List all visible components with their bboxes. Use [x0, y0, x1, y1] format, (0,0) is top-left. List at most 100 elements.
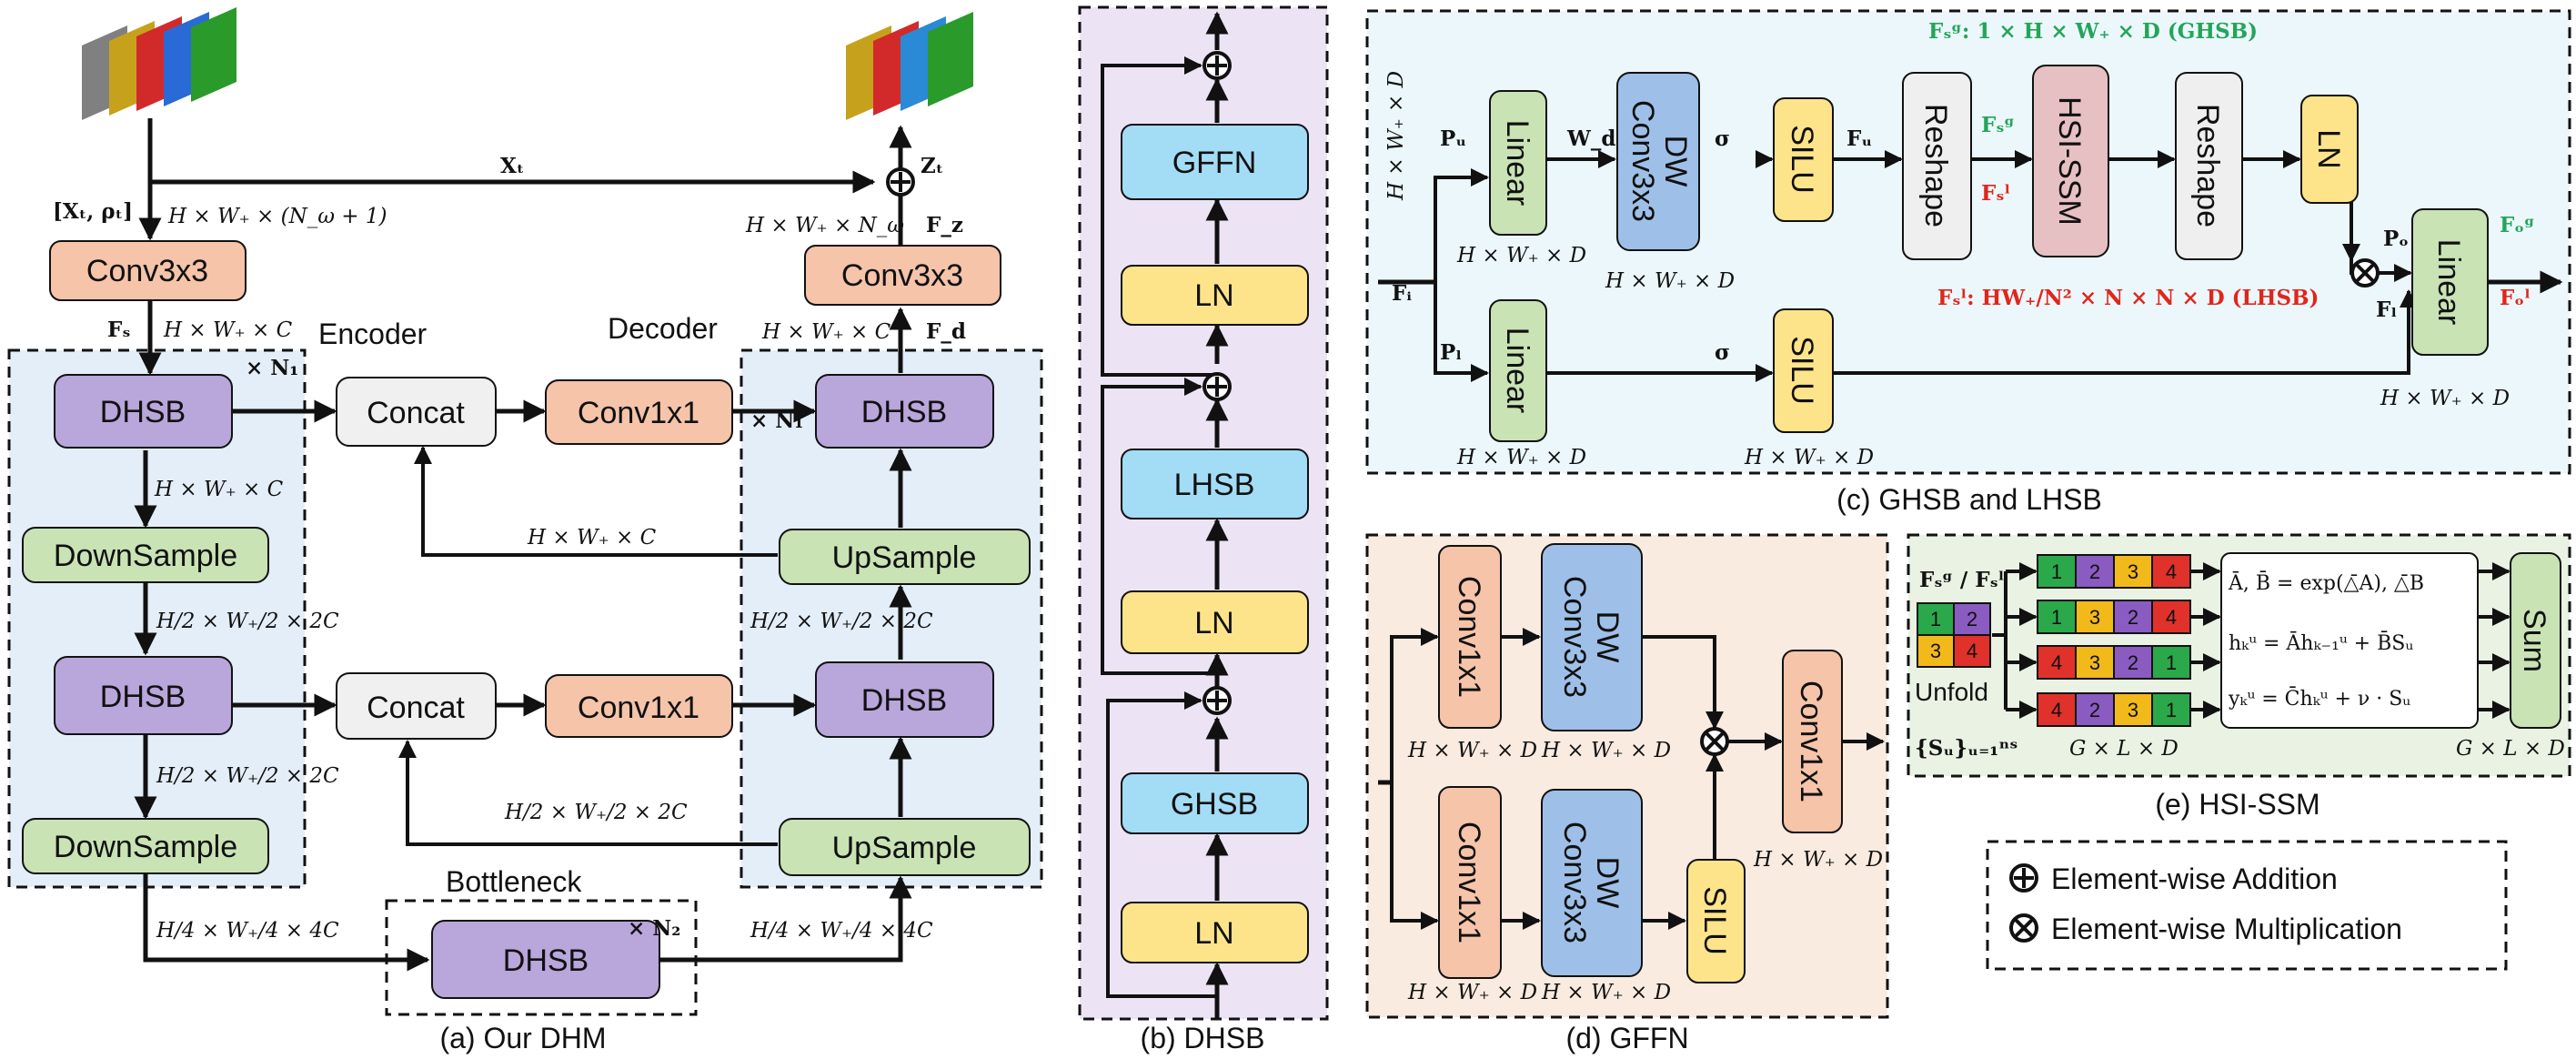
ghsb-fsl: Fₛˡ: [1981, 181, 2010, 206]
panel-dhsb: LN GHSB LN LHSB LN GFFN (b) DHSB: [1078, 5, 1329, 1054]
ghsb-fsg: Fₛᵍ: [1981, 113, 2015, 137]
ssm-sum: [2510, 552, 2561, 729]
dhsb-add-2: [1202, 372, 1232, 401]
panel-dhm: Conv3x3 Conv3x3 Encoder Decoder Bottlene…: [7, 7, 1043, 1054]
decoder-n1: × N₁: [750, 408, 803, 433]
legend: Element-wise Addition Element-wise Multi…: [1986, 840, 2508, 971]
legend-add-icon: [2009, 863, 2038, 893]
ghsb-linear-lower: [1489, 299, 1547, 442]
ghsb-ln-label: LN: [2311, 129, 2346, 168]
ghsb-hsi-ssm: [2032, 65, 2109, 257]
xt-label: Xₜ: [500, 154, 524, 178]
gffn-dim-4: H × W₊ × D: [1407, 981, 1537, 1004]
ssm-dim-2: G × L × D: [2456, 737, 2565, 761]
ghsb-fl-shape: Fₛˡ: HW₊/N² × N × N × D (LHSB): [1937, 286, 2319, 310]
scan-cell: [2113, 554, 2153, 589]
scan-cell-label: 3: [2128, 699, 2138, 721]
scan-cell-label: 3: [2089, 651, 2100, 674]
decoder-label: Decoder: [608, 312, 718, 345]
scan-cell-label: 4: [2051, 651, 2062, 674]
ghsb-fog: Fₒᵍ: [2500, 213, 2535, 237]
encoder-top-dim: H × W₊ × C: [163, 318, 293, 342]
conv1x1-2: [545, 674, 733, 738]
gffn-conv1x1-lower: [1438, 786, 1502, 979]
conv1x1-1: [545, 379, 733, 445]
ghsb-dim-dwconv: H × W₊ × D: [1605, 269, 1735, 293]
gffn-dim-3: H × W₊ × D: [1753, 848, 1883, 872]
dhsb-ln-3-label: LN: [1194, 278, 1233, 313]
gffn-multiply-node: [1700, 727, 1729, 756]
panel-ghsb-lhsb: Linear DW Conv3x3 SILU Reshape HSI-SSM R…: [1365, 9, 2571, 516]
output-conv3x3-label: Conv3x3: [841, 258, 963, 293]
ssm-eq3: yₖᵘ = C̄hₖᵘ + ν · Sᵤ: [2228, 686, 2410, 711]
ghsb-wd: W_d: [1566, 126, 1615, 151]
output-dim-label: H × W₊ × N_ω: [745, 214, 904, 237]
scan-cell-label: 2: [2128, 651, 2138, 674]
input-conv3x3-label: Conv3x3: [86, 254, 208, 288]
ghsb-dim-output: H × W₊ × D: [2380, 387, 2510, 410]
dhsb-ln-2-label: LN: [1194, 606, 1233, 640]
dhsb-gffn: [1121, 124, 1309, 200]
gffn-conv1x1-upper-label: Conv1x1: [1452, 576, 1486, 698]
scan-cell: [2113, 600, 2153, 634]
input-hsi-image: [82, 7, 236, 120]
gffn-dwconv-lower-line1: DW: [1590, 857, 1625, 909]
fs-label: Fₛ: [107, 318, 130, 342]
panel-gffn: Conv1x1 DW Conv3x3 Conv1x1 DW Conv3x3 SI…: [1365, 533, 1889, 1054]
scan-cell: [2151, 692, 2191, 727]
concat-2: [336, 672, 497, 740]
scan-cell: [2151, 645, 2191, 680]
legend-add-label: Element-wise Addition: [2051, 862, 2338, 895]
decoder-upsample-2-label: UpSample: [832, 831, 977, 865]
output-conv3x3: [804, 245, 1001, 306]
scan-cell: [2075, 554, 2115, 589]
caption-ghsb-lhsb: (c) GHSB and LHSB: [1836, 483, 2102, 516]
ghsb-dwconv-line2: Conv3x3: [1625, 100, 1660, 222]
encoder-dhsb-1-label: DHSB: [100, 395, 186, 429]
gffn-conv1x1-lower-label: Conv1x1: [1452, 822, 1486, 943]
gffn-silu-label: SILU: [1697, 886, 1732, 955]
decoder-dim-half-1: H/2 × W₊/2 × 2C: [750, 610, 933, 633]
bottleneck-dhsb-label: DHSB: [503, 943, 589, 978]
ghsb-linear-upper: [1489, 90, 1547, 236]
dhsb-gffn-label: GFFN: [1172, 146, 1257, 180]
scan-cell: [2075, 692, 2115, 727]
ghsb-linear-upper-label: Linear: [1500, 120, 1535, 207]
concat-1-label: Concat: [367, 396, 465, 430]
ghsb-fl: Fₗ: [2376, 298, 2397, 322]
conv1x1-1-label: Conv1x1: [578, 396, 699, 430]
scan-cell: [2037, 600, 2077, 634]
scan-cell-label: 3: [2128, 560, 2138, 583]
encoder-downsample-2-label: DownSample: [54, 830, 237, 864]
ghsb-linear-out: [2411, 208, 2489, 356]
bottleneck-n2: × N₂: [628, 916, 680, 941]
encoder-dhsb-2: [54, 656, 233, 735]
dhsb-ln-1-label: LN: [1194, 916, 1233, 951]
ghsb-silu-upper-label: SILU: [1785, 125, 1819, 194]
caption-hsi-ssm: (e) HSI-SSM: [2155, 788, 2319, 821]
scan-cell-label: 1: [2051, 606, 2062, 629]
ghsb-dim-linear-lower: H × W₊ × D: [1456, 446, 1586, 469]
scan-cell: [2037, 692, 2077, 727]
encoder-dim-half-2: H/2 × W₊/2 × 2C: [156, 764, 339, 788]
legend-box: [1986, 840, 2508, 971]
encoder-dhsb-1: [54, 374, 233, 449]
output-hsi-image: [846, 12, 973, 120]
decoder-dhsb-1-label: DHSB: [861, 395, 947, 429]
ghsb-sigma-lower: σ: [1715, 340, 1730, 365]
ghsb-linear-lower-label: Linear: [1500, 328, 1535, 414]
gffn-dwconv-lower: [1541, 789, 1643, 977]
ghsb-dwconv: [1616, 72, 1700, 251]
legend-multiply-label: Element-wise Multiplication: [2051, 913, 2402, 945]
dhsb-lhsb: [1121, 449, 1309, 519]
gffn-dim-2: H × W₊ × D: [1541, 739, 1671, 762]
gffn-dim-1: H × W₊ × D: [1407, 739, 1537, 762]
encoder-dim-c: H × W₊ × C: [154, 478, 284, 501]
encoder-downsample-1: [22, 527, 269, 583]
ghsb-pu: Pᵤ: [1440, 126, 1466, 151]
bottleneck-label: Bottleneck: [446, 865, 582, 898]
unfold-cell-1: 1: [1930, 608, 1941, 630]
gffn-silu: [1686, 859, 1746, 983]
encoder-n1: × N₁: [246, 356, 298, 380]
decoder-upsample-2: [779, 818, 1031, 876]
